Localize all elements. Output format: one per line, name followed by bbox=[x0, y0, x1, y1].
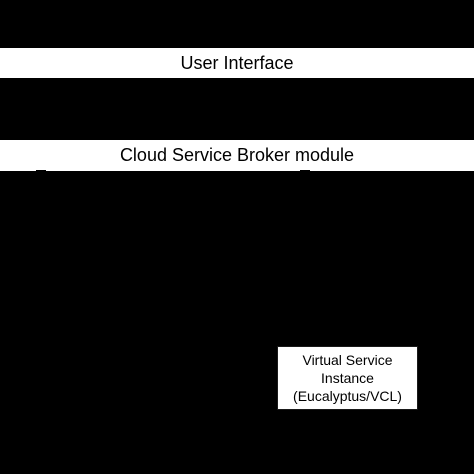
virtual-service-line3: (Eucalyptus/VCL) bbox=[293, 388, 402, 404]
connector-notch bbox=[300, 170, 310, 173]
connector-notch bbox=[224, 137, 234, 140]
virtual-service-instance-box: Virtual Service Instance (Eucalyptus/VCL… bbox=[277, 346, 418, 410]
user-interface-label: User Interface bbox=[180, 52, 294, 73]
connector-notch bbox=[36, 170, 46, 173]
cloud-service-broker-box: Cloud Service Broker module bbox=[0, 140, 474, 171]
user-interface-box: User Interface bbox=[0, 48, 474, 78]
virtual-service-line2: Instance bbox=[321, 370, 374, 386]
cloud-service-broker-label: Cloud Service Broker module bbox=[119, 145, 355, 165]
virtual-service-line1: Virtual Service bbox=[302, 352, 393, 368]
